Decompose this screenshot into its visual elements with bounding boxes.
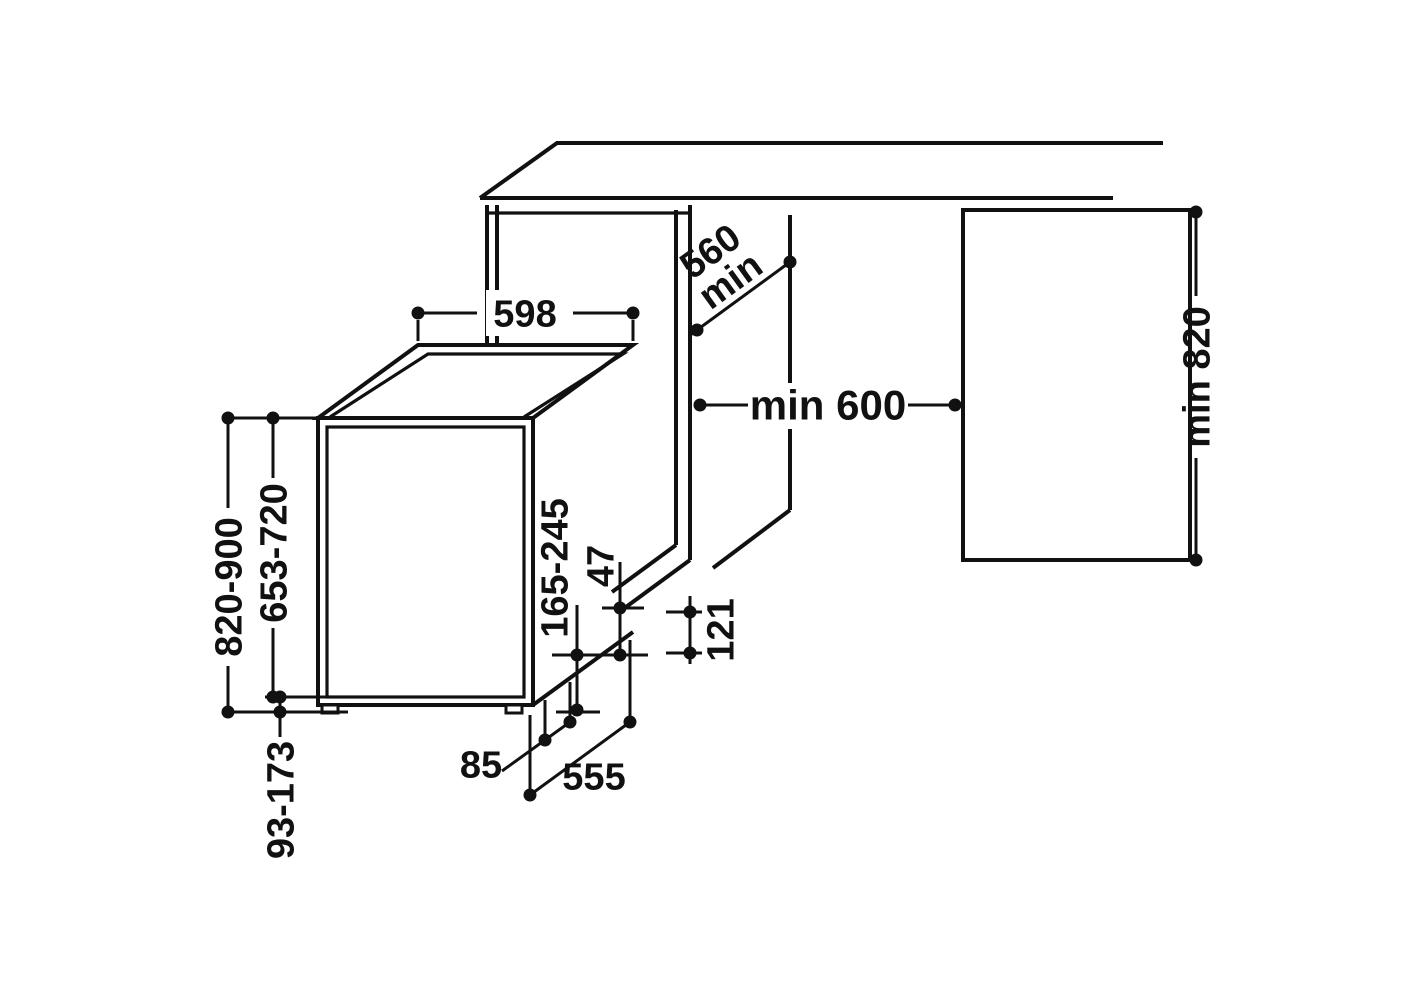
dim-niche-width: min 600 xyxy=(693,382,962,429)
rear-offset-47-label: 47 xyxy=(580,545,622,587)
plinth-height-label: 93-173 xyxy=(260,741,302,859)
dishwasher-door-panel xyxy=(325,425,526,699)
niche-width-label: min 600 xyxy=(750,382,906,429)
side-height-label: min 820 xyxy=(1176,306,1218,448)
dim-door-height: 653-720 xyxy=(253,411,327,704)
dim-rear-height: 165-245 xyxy=(534,498,648,717)
dim-rear-offset-47: 47 xyxy=(580,545,644,662)
dishwasher-front-face xyxy=(316,416,535,707)
right-cabinet xyxy=(961,208,1192,562)
dishwasher-foot-right xyxy=(504,703,524,715)
door-height-label: 653-720 xyxy=(253,483,295,622)
top-width-label: 598 xyxy=(493,293,556,335)
depth-555-label: 555 xyxy=(562,756,625,798)
dishwasher xyxy=(311,343,640,715)
dim-top-width: 598 xyxy=(411,290,640,341)
dim-plinth-height: 93-173 xyxy=(260,690,302,859)
countertop xyxy=(478,141,1163,200)
dim-depth-555: 555 xyxy=(523,640,637,802)
dishwasher-bottom-back-edge xyxy=(531,630,635,707)
rear-offset-121-label: 121 xyxy=(700,598,742,661)
dim-front-offset-85: 85 xyxy=(460,682,577,786)
overall-height-label: 820-900 xyxy=(208,517,250,656)
dishwasher-top-slab-edge xyxy=(329,352,629,419)
dim-side-height: min 820 xyxy=(1176,205,1218,567)
dishwasher-top-face xyxy=(311,343,640,420)
rear-height-label: 165-245 xyxy=(534,498,576,637)
front-offset-85-label: 85 xyxy=(460,744,502,786)
dim-rear-offset-121: 121 xyxy=(666,596,742,664)
